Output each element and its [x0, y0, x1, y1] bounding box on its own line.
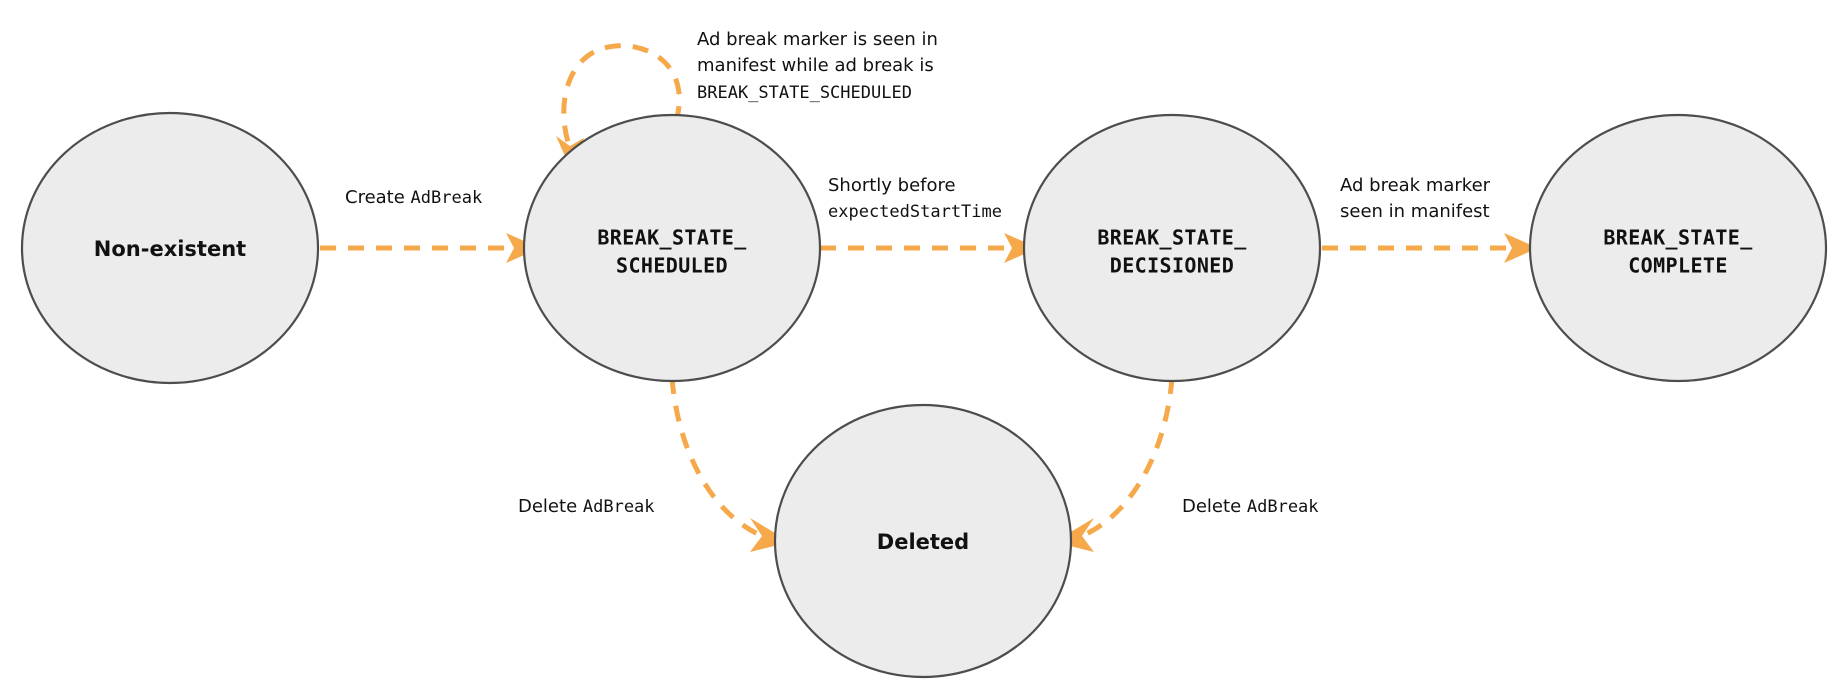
edge-shortly-before-label-line1: Shortly before [828, 175, 956, 196]
edge-scheduled-self-loop-label-line1: Ad break marker is seen in [697, 29, 938, 50]
node-break-state-decisioned-shape[interactable] [1022, 113, 1322, 383]
node-deleted-label: Deleted [877, 530, 969, 554]
edge-scheduled-self-loop-label-line2: manifest while ad break is [697, 55, 934, 76]
node-break-state-scheduled-label-line2: SCHEDULED [616, 254, 728, 278]
node-break-state-decisioned-label-line2: DECISIONED [1110, 254, 1234, 278]
node-break-state-complete-label-line1: BREAK_STATE_ [1603, 226, 1753, 250]
edge-shortly-before-expected-start-time: Shortly before expectedStartTime [820, 175, 1038, 263]
node-break-state-complete-shape[interactable] [1528, 113, 1828, 383]
edge-ad-break-marker-seen-in-manifest: Ad break marker seen in manifest [1322, 175, 1538, 263]
edge-delete-left-label-mono: AdBreak [583, 497, 655, 517]
edge-scheduled-self-loop: Ad break marker is seen in manifest whil… [556, 29, 938, 172]
edge-delete-left-path [669, 377, 762, 538]
edge-marker-seen-label-line1: Ad break marker [1340, 175, 1491, 196]
node-break-state-scheduled[interactable]: BREAK_STATE_ SCHEDULED [522, 113, 822, 383]
node-non-existent[interactable]: Non-existent [20, 111, 320, 385]
node-break-state-decisioned[interactable]: BREAK_STATE_ DECISIONED [1022, 113, 1322, 383]
node-break-state-complete-label-line2: COMPLETE [1628, 254, 1728, 278]
node-non-existent-shape[interactable] [20, 111, 320, 385]
edge-shortly-before-arrowhead [1004, 233, 1038, 263]
edge-delete-adbreak-from-scheduled: Delete AdBreak [518, 377, 790, 552]
edge-create-adbreak-label-mono: AdBreak [411, 188, 483, 208]
node-break-state-complete[interactable]: BREAK_STATE_ COMPLETE [1528, 113, 1828, 383]
edge-create-adbreak-label-plain: Create [345, 187, 411, 208]
edge-scheduled-self-loop-path [561, 43, 682, 143]
edge-delete-adbreak-from-decisioned: Delete AdBreak [1054, 377, 1319, 552]
edge-delete-left-label-plain: Delete [518, 496, 583, 517]
edge-delete-right-label-plain: Delete [1182, 496, 1247, 517]
edge-create-adbreak-label: Create AdBreak [345, 187, 482, 208]
node-break-state-decisioned-label-line1: BREAK_STATE_ [1097, 226, 1247, 250]
edge-shortly-before-label-line2: expectedStartTime [828, 202, 1002, 222]
edge-create-adbreak: Create AdBreak [320, 187, 540, 263]
edge-scheduled-self-loop-label-line3: BREAK_STATE_SCHEDULED [697, 83, 912, 103]
edge-delete-right-label-mono: AdBreak [1247, 497, 1319, 517]
node-deleted-shape[interactable] [773, 403, 1073, 679]
node-deleted[interactable]: Deleted [773, 403, 1073, 679]
node-break-state-scheduled-shape[interactable] [522, 113, 822, 383]
edge-delete-left-label: Delete AdBreak [518, 496, 655, 517]
node-break-state-scheduled-label-line1: BREAK_STATE_ [597, 226, 747, 250]
edge-delete-right-label: Delete AdBreak [1182, 496, 1319, 517]
edge-delete-right-path [1082, 377, 1175, 538]
edge-marker-seen-arrowhead [1504, 233, 1538, 263]
node-non-existent-label: Non-existent [94, 237, 246, 261]
edge-marker-seen-label-line2: seen in manifest [1340, 201, 1490, 222]
